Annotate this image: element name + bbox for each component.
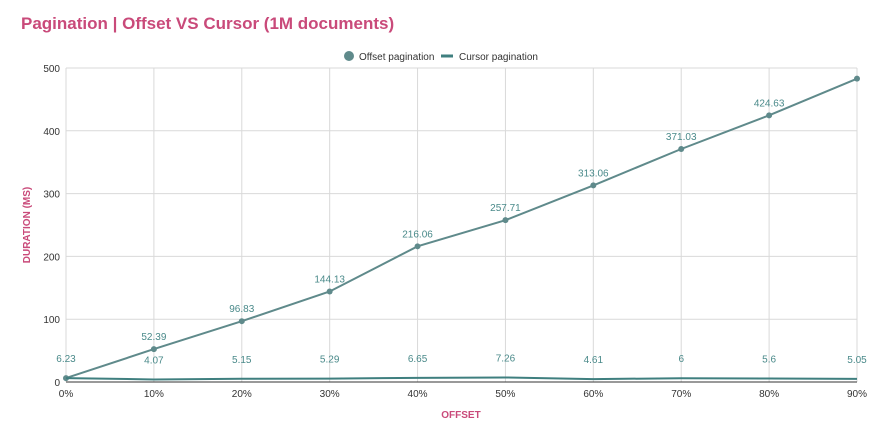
data-label: 6	[678, 354, 684, 365]
data-label: 6.23	[56, 354, 76, 365]
x-tick-label: 10%	[144, 389, 164, 400]
series-line-offset	[65, 77, 858, 380]
data-label: 52.39	[141, 332, 166, 343]
legend-marker-offset	[344, 51, 354, 61]
series-layer	[63, 75, 860, 382]
y-tick-label: 300	[43, 190, 60, 201]
chart-title: Pagination | Offset VS Cursor (1M docume…	[21, 14, 395, 33]
data-point	[590, 182, 597, 189]
data-label: 5.05	[847, 355, 867, 366]
x-tick-label: 30%	[320, 389, 340, 400]
y-tick-label: 0	[54, 378, 60, 389]
data-label: 257.71	[490, 203, 521, 214]
data-label: 313.06	[578, 168, 609, 179]
y-tick-label: 500	[43, 64, 60, 75]
data-point	[238, 318, 245, 325]
x-tick-label: 70%	[671, 389, 691, 400]
data-label: 144.13	[314, 274, 345, 285]
grid	[65, 67, 858, 383]
series-line-cursor	[65, 376, 858, 381]
x-tick-label: 90%	[847, 389, 867, 400]
data-point	[766, 112, 773, 119]
legend-label-offset: Offset pagination	[359, 52, 434, 63]
data-label: 424.63	[754, 98, 785, 109]
data-label: 6.65	[408, 354, 428, 365]
y-axis-title: DURATION (MS)	[22, 187, 33, 263]
x-tick-label: 60%	[583, 389, 603, 400]
x-tick-label: 50%	[495, 389, 515, 400]
data-label: 216.06	[402, 229, 433, 240]
x-tick-label: 40%	[408, 389, 428, 400]
data-point	[150, 346, 157, 353]
data-label: 4.07	[144, 355, 164, 366]
legend-label-cursor: Cursor pagination	[459, 52, 538, 63]
y-tick-label: 400	[43, 127, 60, 138]
data-point	[678, 145, 685, 152]
x-tick-label: 80%	[759, 389, 779, 400]
data-label: 96.83	[229, 304, 254, 315]
data-point	[326, 288, 333, 295]
data-labels: 6.23 52.39 96.83 144.13 216.06 257.71 313.06 37…	[56, 98, 867, 366]
data-label: 371.03	[666, 132, 697, 143]
data-label: 5.15	[232, 355, 252, 366]
data-point	[854, 75, 860, 82]
x-axis-title: OFFSET	[441, 410, 480, 421]
data-label: 5.6	[762, 354, 776, 365]
data-label: 4.61	[584, 355, 604, 366]
data-point	[414, 243, 421, 250]
x-tick-label: 20%	[232, 389, 252, 400]
axes: 0 100 200 300 400 500 0% 10% 20% 30% 40% 50% 60% 70% 8…	[43, 64, 867, 400]
data-point	[502, 217, 509, 224]
y-tick-label: 200	[43, 252, 60, 263]
data-label: 7.26	[496, 353, 516, 364]
x-tick-label: 0%	[59, 389, 74, 400]
y-tick-label: 100	[43, 315, 60, 326]
legend: Offset pagination Cursor pagination	[344, 51, 538, 63]
data-label: 5.29	[320, 355, 340, 366]
